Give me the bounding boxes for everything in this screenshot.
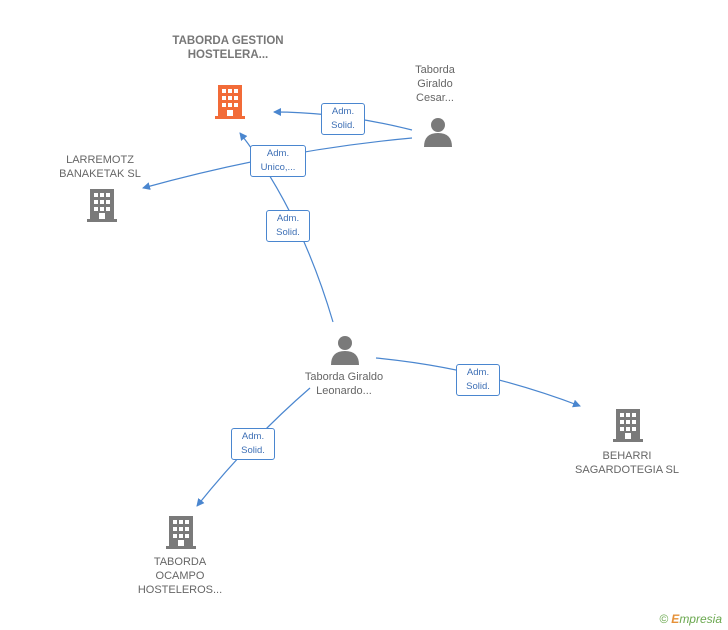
node-label-taborda-ocampo[interactable]: TABORDA OCAMPO HOSTELEROS... (137, 556, 223, 596)
brand-name: mpresia (679, 612, 722, 626)
node-label-larremotz[interactable]: LARREMOTZ BANAKETAK SL (59, 154, 141, 180)
node-label-taborda-gestion[interactable]: TABORDA GESTION HOSTELERA... (172, 35, 284, 61)
edge-label-leonardo-beharri: Adm. Solid. (456, 364, 500, 396)
person-icon-cesar[interactable] (424, 118, 452, 147)
node-label-taborda-leonardo[interactable]: Taborda Giraldo Leonardo... (304, 371, 384, 397)
brand-logo: ©Empresia (659, 612, 722, 626)
node-label-beharri[interactable]: BEHARRI SAGARDOTEGIA SL (575, 450, 679, 476)
edge-label-cesar-gestion: Adm. Solid. (321, 103, 365, 135)
edge-label-cesar-larremotz: Adm. Unico,... (250, 145, 306, 177)
person-icon-leonardo[interactable] (331, 336, 359, 365)
building-icon-larremotz[interactable] (87, 189, 117, 222)
copyright-icon: © (659, 612, 669, 626)
brand-initial: E (671, 612, 680, 626)
node-label-taborda-cesar[interactable]: Taborda Giraldo Cesar... (415, 64, 455, 104)
edge-label-leonardo-gestion: Adm. Solid. (266, 210, 310, 242)
edge-label-leonardo-ocampo: Adm. Solid. (231, 428, 275, 460)
building-icon-main[interactable] (215, 85, 245, 119)
building-icon-beharri[interactable] (613, 409, 643, 442)
building-icon-ocampo[interactable] (166, 516, 196, 549)
